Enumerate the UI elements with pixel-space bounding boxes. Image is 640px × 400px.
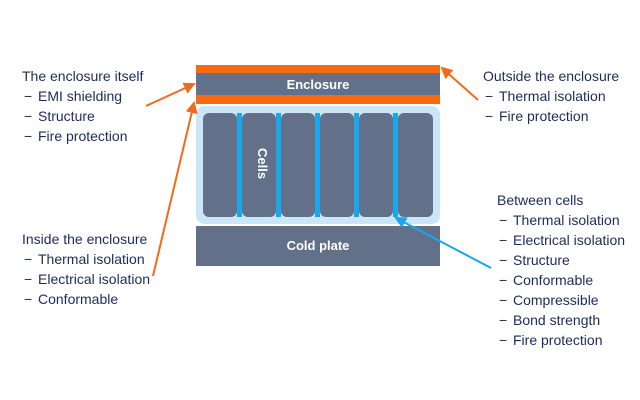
cold-plate-layer: Cold plate: [196, 226, 440, 266]
dash-bullet: −: [24, 251, 33, 267]
dash-bullet: −: [499, 292, 508, 308]
cold-plate-label: Cold plate: [286, 238, 350, 253]
dash-bullet: −: [485, 108, 494, 124]
dash-bullet: −: [499, 312, 508, 328]
dash-bullet: −: [499, 272, 508, 288]
cell: [320, 113, 354, 217]
dash-bullet: −: [24, 271, 33, 287]
callout-item: −Fire protection: [497, 330, 625, 350]
enclosure-outer-band: [196, 65, 440, 73]
callout-item-text: Thermal isolation: [499, 88, 606, 104]
dash-bullet: −: [499, 232, 508, 248]
callout-item: −Fire protection: [22, 126, 143, 146]
cell: [281, 113, 315, 217]
cell-gap: [354, 113, 359, 217]
callout-item: −Fire protection: [483, 106, 619, 126]
cell: [398, 113, 433, 217]
callout-inside-enclosure: Inside the enclosure −Thermal isolation …: [22, 229, 150, 309]
callout-item: −Thermal isolation: [483, 86, 619, 106]
callout-item-text: Conformable: [513, 272, 594, 288]
cells-container: Cells: [196, 106, 440, 224]
enclosure-label: Enclosure: [286, 77, 350, 92]
cell-gap: [237, 113, 242, 217]
dash-bullet: −: [485, 88, 494, 104]
cell: [203, 113, 237, 217]
enclosure-layer: Enclosure: [196, 73, 440, 95]
callout-item: −Structure: [497, 250, 625, 270]
callout-item-text: Thermal isolation: [513, 212, 620, 228]
arrow-outside-enclosure: [440, 66, 479, 101]
dash-bullet: −: [24, 88, 33, 104]
callout-item-text: Electrical isolation: [38, 271, 151, 287]
callout-item: −EMI shielding: [22, 86, 143, 106]
dash-bullet: −: [24, 128, 33, 144]
callout-between-cells: Between cells −Thermal isolation −Electr…: [497, 190, 625, 350]
callout-title: The enclosure itself: [22, 68, 144, 84]
callout-enclosure-itself: The enclosure itself −EMI shielding −Str…: [22, 66, 143, 146]
dash-bullet: −: [24, 108, 33, 124]
dash-bullet: −: [499, 332, 508, 348]
dash-bullet: −: [24, 291, 33, 307]
callout-item: −Conformable: [497, 270, 625, 290]
arrow-inside-enclosure: [152, 101, 198, 277]
callout-title: Outside the enclosure: [483, 68, 620, 84]
callout-item-text: Bond strength: [513, 312, 601, 328]
arrow-enclosure-itself: [145, 82, 196, 107]
callout-item: −Bond strength: [497, 310, 625, 330]
cell: [359, 113, 393, 217]
callout-item-text: Fire protection: [513, 332, 603, 348]
callout-item-text: Structure: [513, 252, 570, 268]
cell-gap: [276, 113, 281, 217]
callout-title: Inside the enclosure: [22, 231, 148, 247]
enclosure-inner-band: [196, 95, 440, 104]
callout-item-text: Compressible: [513, 292, 599, 308]
callout-item: −Thermal isolation: [22, 249, 150, 269]
dash-bullet: −: [499, 252, 508, 268]
callout-item-text: Fire protection: [499, 108, 589, 124]
callout-item: −Structure: [22, 106, 143, 126]
callout-item-text: Conformable: [38, 291, 119, 307]
callout-item: −Compressible: [497, 290, 625, 310]
callout-item-text: Electrical isolation: [513, 232, 626, 248]
callout-item-text: Structure: [38, 108, 95, 124]
arrow-between-cells: [394, 217, 492, 269]
cell: [242, 113, 276, 217]
callout-item: −Conformable: [22, 289, 150, 309]
dash-bullet: −: [499, 212, 508, 228]
callout-item: −Electrical isolation: [497, 230, 625, 250]
callout-title: Between cells: [497, 192, 584, 208]
cell-gap: [393, 113, 398, 217]
callout-item-text: Thermal isolation: [38, 251, 145, 267]
callout-item: −Electrical isolation: [22, 269, 150, 289]
cell-gap: [315, 113, 320, 217]
callout-item: −Thermal isolation: [497, 210, 625, 230]
callout-item-text: EMI shielding: [38, 88, 123, 104]
cells-label: Cells: [255, 148, 270, 180]
callout-item-text: Fire protection: [38, 128, 128, 144]
callout-outside-enclosure: Outside the enclosure −Thermal isolation…: [483, 66, 619, 126]
